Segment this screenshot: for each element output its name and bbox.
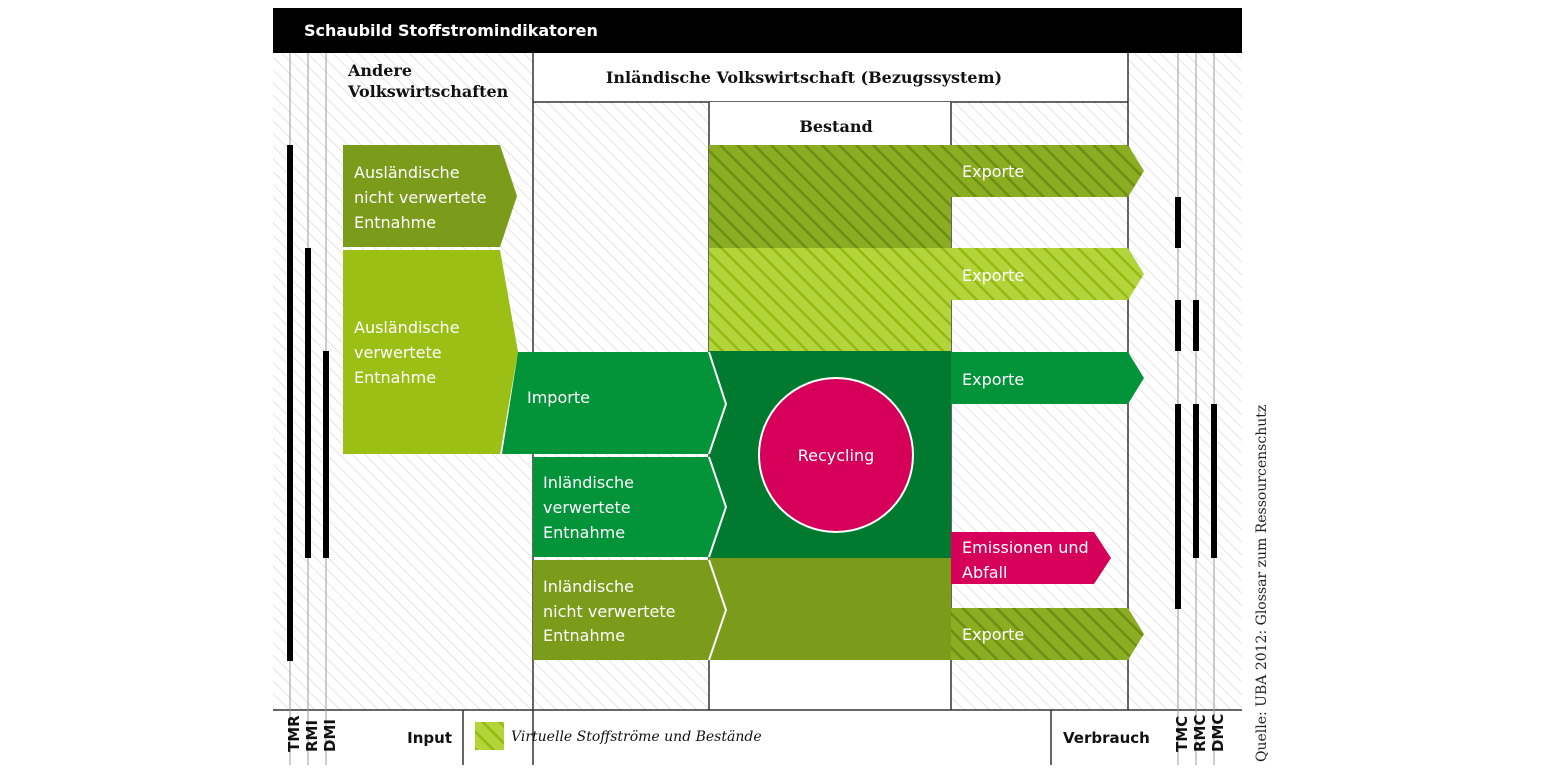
svg-text:Exporte: Exporte [962,162,1024,181]
svg-text:verwertete: verwertete [543,498,631,517]
header-andere-1: Andere [347,61,412,80]
svg-text:Entnahme: Entnahme [354,368,436,387]
bar-tmr [287,145,293,661]
flow-inlaendische-verwertete: Inländische verwertete Entnahme [533,457,726,557]
legend-label: Virtuelle Stoffströme und Bestände [511,729,762,745]
label-rmi: RMI [303,720,321,752]
header-frames [273,53,1242,765]
label-dmi: DMI [321,719,339,752]
bar-rmi [305,248,311,558]
header-bestand: Bestand [799,117,872,136]
svg-text:Abfall: Abfall [962,563,1007,582]
bar-tmc-3 [1175,404,1181,609]
svg-text:Recycling: Recycling [798,446,875,465]
svg-text:Ausländische: Ausländische [354,318,460,337]
svg-text:Entnahme: Entnahme [354,213,436,232]
label-tmr: TMR [285,715,303,752]
svg-text:nicht verwertete: nicht verwertete [354,188,487,207]
diagram-title: Schaubild Stoffstromindikatoren [304,21,598,40]
bar-dmi [323,351,329,558]
svg-text:Importe: Importe [527,388,590,407]
bar-dmc [1211,404,1217,558]
label-tmc: TMC [1173,716,1191,752]
flow-auslaendische-verwertete: Ausländische verwertete Entnahme [343,250,518,454]
svg-text:verwertete: verwertete [354,343,442,362]
svg-text:Exporte: Exporte [962,370,1024,389]
svg-text:Entnahme: Entnahme [543,523,625,542]
header-inland: Inländische Volkswirtschaft (Bezugssyste… [606,68,1002,87]
flow-exporte-4: Exporte [951,608,1144,660]
virtual-stock-olive [709,145,951,248]
flow-auslaendische-nicht-verwertete: Ausländische nicht verwertete Entnahme [343,145,517,247]
flow-exporte-3: Exporte [951,352,1144,404]
title-bar: Schaubild Stoffstromindikatoren [273,8,1242,53]
svg-text:Exporte: Exporte [962,266,1024,285]
bottom-row: TMR RMI DMI Input Virtuelle Stoffströme … [285,714,1227,752]
svg-text:Exporte: Exporte [962,625,1024,644]
header-andere-2: Volkswirtschaften [347,82,509,101]
flow-emissionen-abfall: Emissionen und Abfall [951,532,1111,584]
source-note: Quelle: UBA 2012: Glossar zum Ressourcen… [1254,405,1270,762]
recycling-circle: Recycling [758,377,914,533]
svg-text:Inländische: Inländische [543,473,634,492]
bar-rmc-2 [1193,404,1199,558]
indicator-bars-left [287,145,329,661]
flow-exporte-2: Exporte [951,248,1144,300]
svg-text:Ausländische: Ausländische [354,163,460,182]
label-verbrauch: Verbrauch [1063,729,1150,747]
svg-text:nicht verwertete: nicht verwertete [543,602,676,621]
label-rmc: RMC [1191,715,1209,753]
virtual-stock-lightgreen [709,248,951,351]
svg-text:Entnahme: Entnahme [543,626,625,645]
label-dmc: DMC [1209,714,1227,752]
svg-text:Emissionen und: Emissionen und [962,538,1089,557]
svg-text:Inländische: Inländische [543,577,634,596]
stock-olive [709,558,951,660]
flow-importe: Importe [502,352,726,454]
flow-exporte-1: Exporte [951,145,1144,197]
indicator-bars-right [1175,197,1217,609]
flow-inlaendische-nicht-verwertete: Inländische nicht verwertete Entnahme [533,560,726,660]
bar-tmc-2 [1175,300,1181,351]
bar-tmc-1 [1175,197,1181,248]
legend-swatch [475,722,504,750]
bar-rmc-1 [1193,300,1199,351]
label-input: Input [407,729,452,747]
